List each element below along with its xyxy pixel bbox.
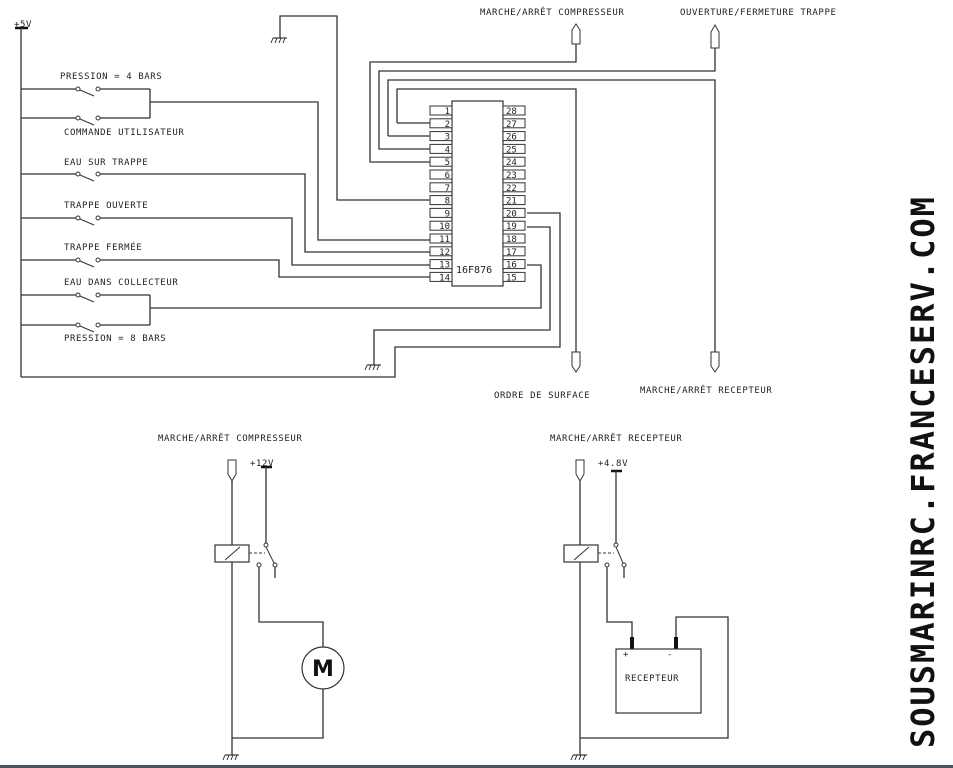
switch-trappe-fermee: TRAPPE FERMÉE (21, 241, 430, 278)
pin-11 (429, 233, 453, 244)
switch-commande-utilisateur: COMMANDE UTILISATEUR (21, 115, 184, 138)
pin-2 (429, 118, 453, 129)
pin-9 (429, 207, 453, 218)
pin-label-14: 14 (439, 273, 450, 283)
switch-pression-8-bars: PRESSION = 8 BARS (21, 322, 166, 344)
pin-label-20: 20 (506, 209, 517, 219)
pin-label-15: 15 (506, 273, 517, 283)
supply-12v-label: +12V (250, 459, 274, 469)
pin-17 (502, 246, 526, 257)
pin-label-18: 18 (506, 235, 517, 245)
pin-label-9: 9 (445, 209, 450, 219)
connector-ordre-surface (571, 351, 581, 373)
pin-27 (502, 118, 526, 129)
pin-24 (502, 156, 526, 167)
power-5v-label: +5V (14, 20, 32, 30)
label-pression-4: PRESSION = 4 BARS (60, 72, 162, 82)
pin-label-1: 1 (445, 107, 450, 117)
label-pression-8: PRESSION = 8 BARS (64, 334, 166, 344)
pin-label-17: 17 (506, 248, 517, 258)
label-out-trappe: OUVERTURE/FERMETURE TRAPPE (680, 8, 836, 18)
switch-pression-4-bars: PRESSION = 4 BARS (21, 72, 162, 97)
pin-5 (429, 156, 453, 167)
recepteur-title: MARCHE/ARRÊT RECEPTEUR (550, 432, 682, 444)
watermark-text: SOUSMARINRC.FRANCESERV.COM (904, 195, 942, 748)
pin-label-4: 4 (445, 145, 450, 155)
plus-terminal: + (623, 650, 629, 660)
switch-eau-dans-collecteur: EAU DANS COLLECTEUR (21, 278, 178, 303)
motor-symbol: M (312, 657, 334, 682)
label-trappe-ouverte: TRAPPE OUVERTE (64, 201, 148, 211)
label-out-recepteur: MARCHE/ARRÊT RECEPTEUR (640, 384, 772, 396)
pin-label-10: 10 (439, 222, 450, 232)
pin-13 (429, 259, 453, 270)
pin-label-23: 23 (506, 171, 517, 181)
pin-label-11: 11 (439, 235, 450, 245)
recepteur-box (615, 648, 702, 714)
label-trappe-fermee: TRAPPE FERMÉE (64, 241, 142, 253)
pin-10 (429, 220, 453, 231)
label-eau-trappe: EAU SUR TRAPPE (64, 158, 148, 168)
pin-label-3: 3 (445, 133, 450, 143)
pin-label-5: 5 (445, 158, 450, 168)
pin-label-27: 27 (506, 120, 517, 130)
pin-28 (502, 105, 526, 116)
label-out-surface: ORDRE DE SURFACE (494, 391, 590, 401)
pin-1 (429, 105, 453, 116)
pin-15 (502, 271, 526, 282)
pin-6 (429, 169, 453, 180)
pin-8 (429, 195, 453, 206)
supply-4-8v-label: +4.8V (598, 459, 628, 469)
pin-label-2: 2 (445, 120, 450, 130)
pin-3 (429, 131, 453, 142)
power-5v: +5V (14, 20, 32, 377)
label-eau-collecteur: EAU DANS COLLECTEUR (64, 278, 178, 288)
switch-trappe-ouverte: TRAPPE OUVERTE (21, 201, 430, 266)
chip-name: 16F876 (456, 265, 492, 276)
connector-trappe (710, 23, 720, 49)
minus-terminal: - (667, 650, 673, 660)
bottom-border (0, 765, 953, 768)
pin-label-7: 7 (445, 184, 450, 194)
pic-16f876-chip: 16F876 (451, 100, 504, 287)
pin-label-12: 12 (439, 248, 450, 258)
pin-label-22: 22 (506, 184, 517, 194)
compresseur-title: MARCHE/ARRÊT COMPRESSEUR (158, 432, 302, 444)
pin-23 (502, 169, 526, 180)
pin-label-6: 6 (445, 171, 450, 181)
pin-12 (429, 246, 453, 257)
pin-18 (502, 233, 526, 244)
recepteur-circuit: MARCHE/ARRÊT RECEPTEUR +4.8V + - RECEPTE… (550, 432, 729, 761)
pin-label-8: 8 (445, 197, 450, 207)
pin-26 (502, 131, 526, 142)
pin-label-26: 26 (506, 133, 517, 143)
pin-label-13: 13 (439, 261, 450, 271)
pin-19 (502, 220, 526, 231)
compresseur-circuit: MARCHE/ARRÊT COMPRESSEUR +12V M (158, 432, 345, 761)
pin-label-28: 28 (506, 107, 517, 117)
switch-eau-sur-trappe: EAU SUR TRAPPE (21, 158, 430, 253)
recepteur-box-label: RECEPTEUR (625, 674, 679, 684)
pin-label-16: 16 (506, 261, 517, 271)
pin-16 (502, 259, 526, 270)
pin-label-24: 24 (506, 158, 517, 168)
connector-recepteur (710, 351, 720, 373)
pin-label-25: 25 (506, 145, 517, 155)
pin-4 (429, 143, 453, 154)
pin-25 (502, 143, 526, 154)
pin-label-19: 19 (506, 222, 517, 232)
pin-20 (502, 207, 526, 218)
pin-14 (429, 271, 453, 282)
pin-22 (502, 182, 526, 193)
label-commande: COMMANDE UTILISATEUR (64, 128, 184, 138)
label-out-compresseur: MARCHE/ARRÊT COMPRESSEUR (480, 6, 624, 18)
pin-21 (502, 195, 526, 206)
pin-7 (429, 182, 453, 193)
pin-label-21: 21 (506, 197, 517, 207)
connector-compresseur (571, 23, 581, 45)
